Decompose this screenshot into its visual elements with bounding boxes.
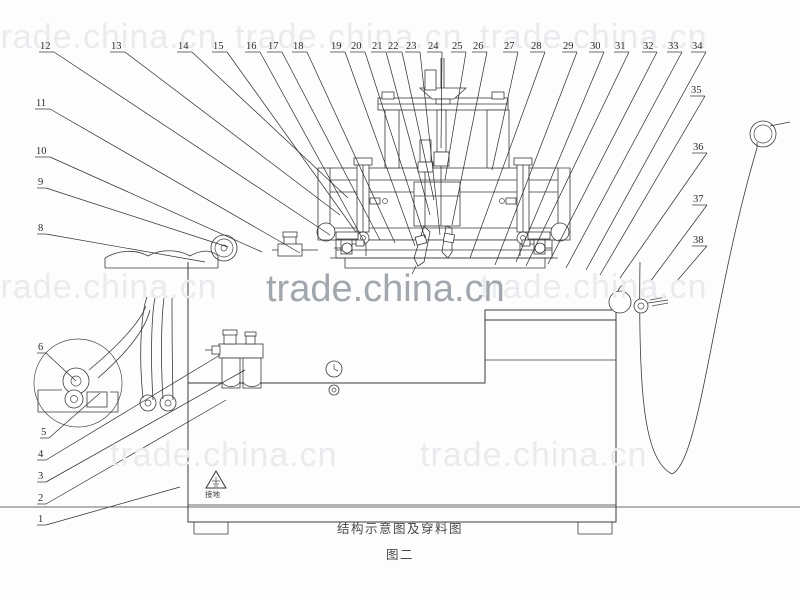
callout-label-34: 34 [692, 41, 703, 52]
callout-leader-5 [48, 392, 101, 439]
callout-leader-9 [45, 187, 229, 248]
callout-label-25: 25 [452, 41, 463, 52]
callout-label-1: 1 [38, 514, 44, 525]
callout-label-13: 13 [111, 41, 122, 52]
callout-leader-11 [49, 108, 301, 254]
callout-leader-30 [515, 51, 605, 263]
callout-leader-35 [599, 95, 706, 276]
callout-leader-12 [53, 51, 331, 236]
callout-label-18: 18 [293, 41, 304, 52]
callout-label-9: 9 [38, 177, 44, 188]
callout-label-24: 24 [428, 41, 439, 52]
callout-label-36: 36 [693, 142, 704, 153]
callout-label-11: 11 [36, 98, 47, 109]
callout-leader-18 [306, 51, 396, 244]
control-gauge [325, 360, 343, 396]
callout-leader-23 [419, 51, 441, 236]
callout-label-5: 5 [41, 427, 47, 438]
callout-label-2: 2 [38, 493, 44, 504]
ground-label: 接地 [205, 490, 220, 499]
callout-leader-34 [585, 51, 707, 271]
callout-label-16: 16 [246, 41, 257, 52]
callout-label-17: 17 [268, 41, 279, 52]
air-filter-regulator-unit [205, 329, 264, 389]
callout-label-37: 37 [693, 194, 704, 205]
callout-leader-4 [45, 354, 221, 461]
callout-leader-25 [444, 51, 467, 181]
callout-label-30: 30 [590, 41, 601, 52]
callout-leader-37 [649, 204, 708, 283]
callout-label-14: 14 [178, 41, 189, 52]
callout-label-19: 19 [331, 41, 342, 52]
callout-leader-14 [191, 51, 349, 199]
callout-label-20: 20 [351, 41, 362, 52]
callout-leader-8 [45, 233, 206, 263]
callout-label-21: 21 [372, 41, 383, 52]
callout-label-28: 28 [531, 41, 542, 52]
callout-label-31: 31 [615, 41, 626, 52]
ground-warning-symbol [205, 470, 227, 489]
callout-leader-22 [401, 51, 435, 201]
figure-caption-main: 结构示意图及穿料图 [336, 521, 463, 536]
callout-leader-6 [45, 352, 77, 382]
callout-leader-36 [619, 152, 708, 279]
callout-label-35: 35 [691, 85, 702, 96]
unwind-reel-assembly [33, 305, 151, 428]
callout-label-15: 15 [213, 41, 224, 52]
callout-leader-38 [675, 245, 708, 283]
callout-label-22: 22 [388, 41, 399, 52]
figure-caption-sub: 图二 [385, 547, 414, 562]
machine-frame [187, 262, 617, 535]
callout-label-33: 33 [668, 41, 679, 52]
callout-leader-10 [49, 156, 263, 253]
callout-label-8: 8 [38, 223, 44, 234]
callout-leader-28 [469, 51, 546, 259]
callout-label-10: 10 [36, 146, 47, 157]
callout-label-38: 38 [693, 235, 704, 246]
idler-rollers [104, 231, 318, 412]
callout-leader-31 [525, 51, 630, 267]
callout-label-6: 6 [38, 342, 44, 353]
callout-leader-32 [547, 51, 658, 265]
callout-leader-20 [364, 51, 426, 239]
press-head-assembly [316, 58, 571, 275]
callout-leader-2 [45, 399, 227, 505]
callout-leader-33 [565, 51, 683, 269]
callout-label-4: 4 [38, 449, 44, 460]
callout-label-27: 27 [504, 41, 515, 52]
callout-label-32: 32 [643, 41, 654, 52]
callout-leader-lines [35, 51, 708, 526]
callout-leader-27 [491, 51, 519, 171]
callout-label-29: 29 [563, 41, 574, 52]
callout-leader-21 [385, 51, 431, 216]
callout-leader-16 [259, 51, 366, 244]
callout-label-3: 3 [38, 471, 44, 482]
callout-leader-26 [451, 51, 488, 226]
callout-leader-15 [226, 51, 357, 233]
callout-label-23: 23 [406, 41, 417, 52]
callout-leader-19 [344, 51, 416, 247]
callout-leader-17 [281, 51, 381, 241]
callout-leader-3 [45, 369, 246, 483]
callout-leader-29 [494, 51, 578, 266]
callout-label-12: 12 [40, 41, 51, 52]
callout-leader-1 [45, 486, 181, 526]
web-material-loop [608, 120, 791, 475]
callout-label-26: 26 [473, 41, 484, 52]
callout-leader-13 [124, 51, 341, 216]
callout-leader-24 [440, 51, 443, 149]
